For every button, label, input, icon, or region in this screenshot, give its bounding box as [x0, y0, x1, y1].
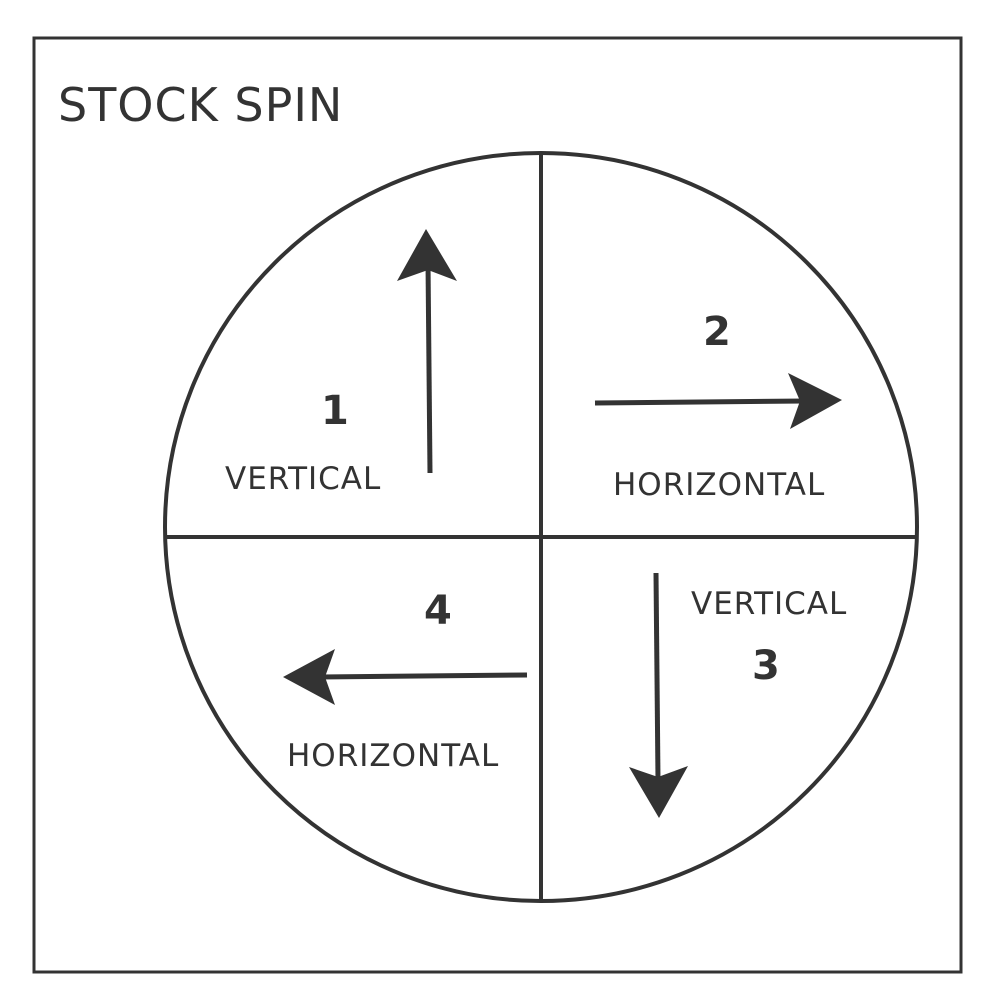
outer-frame	[32, 36, 963, 974]
diagram-title: STOCK SPIN	[58, 78, 343, 132]
quadrant-2: 2 HORIZONTAL	[594, 309, 842, 503]
arrow-up-shaft	[425, 261, 433, 474]
quadrant-2-number: 2	[703, 309, 731, 355]
quadrant-3-number: 3	[752, 643, 780, 689]
quadrant-1-label: VERTICAL	[225, 461, 381, 497]
quadrant-2-label: HORIZONTAL	[613, 467, 825, 503]
arrow-left-icon	[283, 649, 335, 705]
quadrant-4: 4 HORIZONTAL	[283, 588, 528, 774]
quadrant-1: 1 VERTICAL	[225, 229, 457, 497]
arrow-down-shaft	[653, 572, 661, 781]
arrow-right-icon	[788, 373, 842, 429]
arrow-right-shaft	[594, 398, 806, 406]
quadrant-4-label: HORIZONTAL	[287, 738, 499, 774]
quadrant-3-label: VERTICAL	[691, 586, 847, 622]
arrow-down-icon	[629, 766, 688, 818]
arrow-left-shaft	[319, 672, 528, 680]
arrow-up-icon	[397, 229, 457, 281]
quadrant-1-number: 1	[321, 388, 349, 434]
quadrant-4-number: 4	[424, 588, 452, 634]
quadrant-3: VERTICAL 3	[629, 572, 847, 818]
